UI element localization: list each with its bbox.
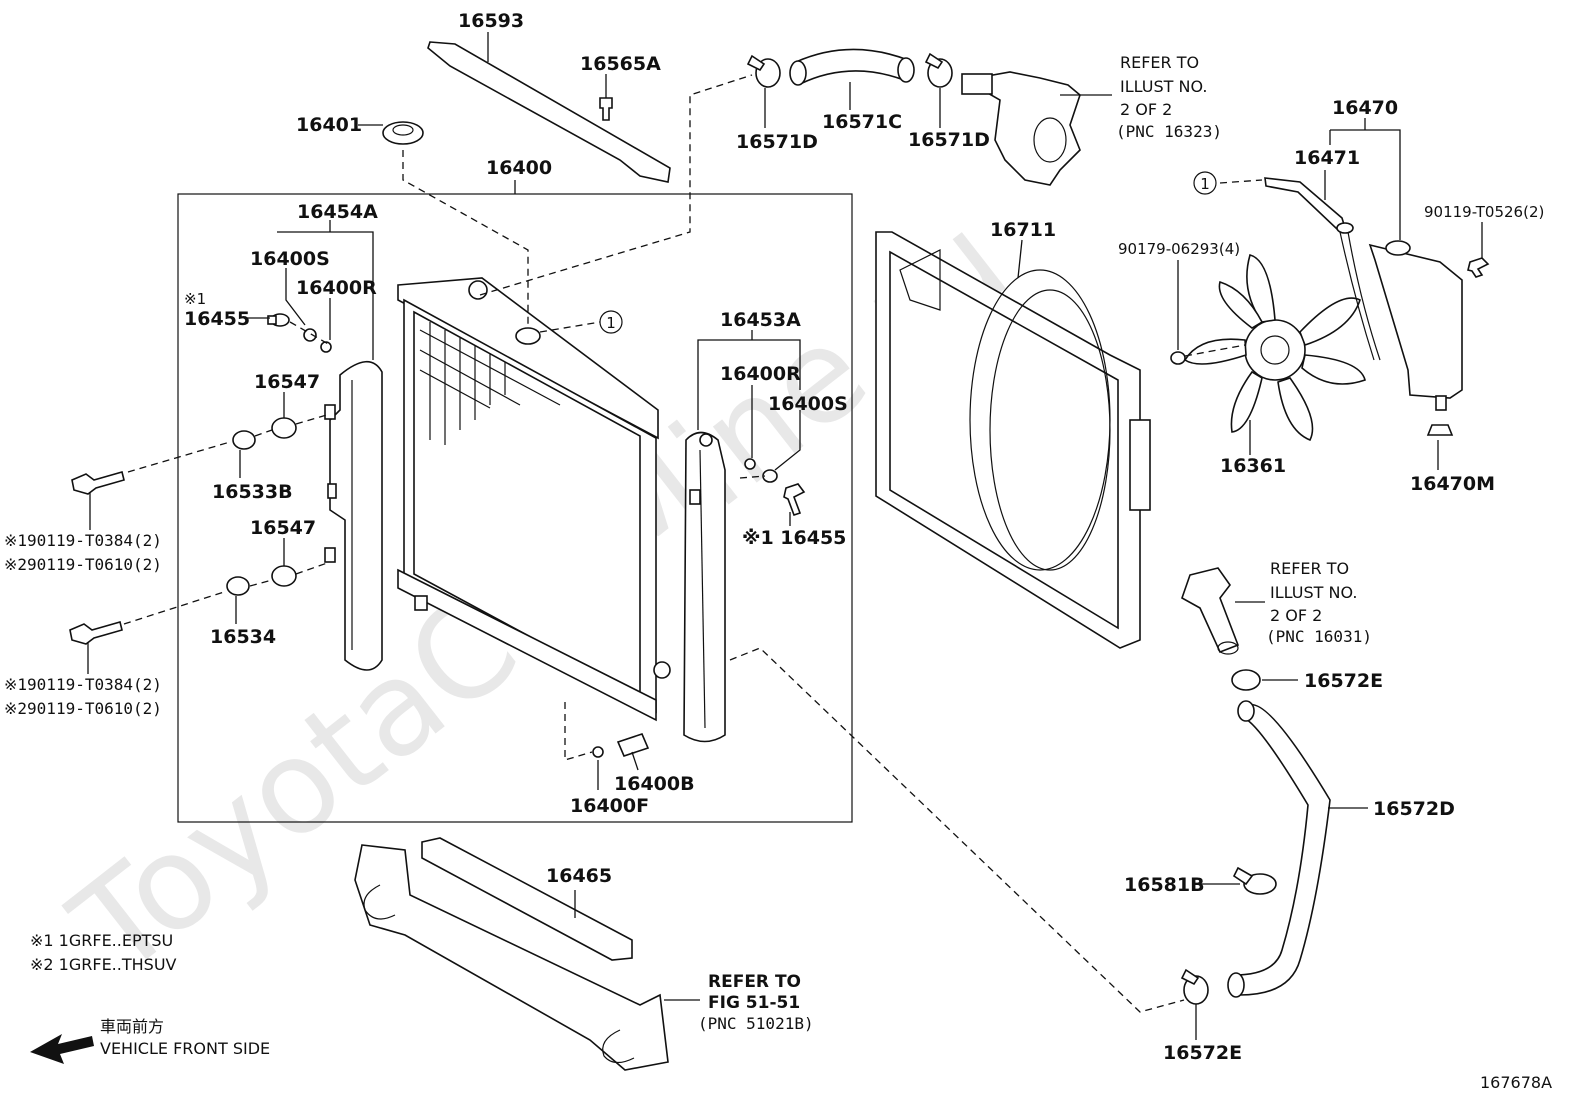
upper-hose-16571C xyxy=(789,48,915,86)
label-16533B: 16533B xyxy=(212,481,293,503)
hose-clamp-16571D-b xyxy=(924,52,953,88)
label-16453A: 16453A xyxy=(720,309,801,331)
label-16401: 16401 xyxy=(296,114,362,136)
svg-text:1: 1 xyxy=(606,314,616,332)
label-16400B: 16400B xyxy=(614,773,695,795)
label-16547-a: 16547 xyxy=(254,371,320,393)
radiator-core xyxy=(397,277,671,722)
circle-ref-marker-1: 1 xyxy=(599,310,623,334)
radiator-cap-16401 xyxy=(382,121,424,145)
water-inlet-ref xyxy=(1181,567,1240,655)
nut-90179 xyxy=(1170,351,1186,365)
svg-text:車両前方: 車両前方 xyxy=(100,1017,164,1036)
leader-lines xyxy=(87,32,1483,1040)
label-16465: 16465 xyxy=(546,865,612,887)
ref-note-thermostat: REFER TO ILLUST NO. 2 OF 2 (PNC 16323) xyxy=(1116,53,1222,141)
label-90179-06293: 90179-06293(4) xyxy=(1118,240,1240,258)
svg-text:ILLUST NO.: ILLUST NO. xyxy=(1270,583,1357,602)
hose-clamp-16571D-a xyxy=(746,54,781,88)
label-16470M: 16470M xyxy=(1410,473,1495,495)
ref-note-outlet: REFER TO ILLUST NO. 2 OF 2 (PNC 16031) xyxy=(1266,559,1372,646)
hose-clamp-16572E-b xyxy=(1180,968,1209,1005)
label-16571D-b: 16571D xyxy=(908,129,990,151)
label-16400: 16400 xyxy=(486,157,552,179)
label-16572E-b: 16572E xyxy=(1163,1042,1242,1064)
label-90119-T0526: 90119-T0526(2) xyxy=(1424,203,1544,221)
label-16400R-left: 16400R xyxy=(296,277,377,299)
filler-neck xyxy=(515,327,541,345)
label-16565A: 16565A xyxy=(580,53,661,75)
svg-text:(PNC 51021B): (PNC 51021B) xyxy=(698,1014,814,1033)
right-radiator-support-16453A xyxy=(683,431,726,743)
label-bolt-a2: ※290119-T0610(2) xyxy=(4,555,162,574)
cap-16470M xyxy=(1426,424,1454,436)
svg-text:(PNC 16031): (PNC 16031) xyxy=(1266,627,1372,646)
label-16711: 16711 xyxy=(990,219,1056,241)
label-16361: 16361 xyxy=(1220,455,1286,477)
label-bolt-a1: ※190119-T0384(2) xyxy=(4,531,162,550)
svg-text:ILLUST NO.: ILLUST NO. xyxy=(1120,77,1207,96)
arrow-left-icon xyxy=(30,1034,94,1064)
lower-hose-16572D xyxy=(1232,704,1331,996)
left-small-parts xyxy=(69,313,332,645)
label-16454A: 16454A xyxy=(297,201,378,223)
bolt-90119-T0526 xyxy=(1467,257,1490,278)
svg-text:1: 1 xyxy=(1200,175,1210,193)
circle-ref-marker-2: 1 xyxy=(1193,171,1217,195)
svg-text:2 OF 2: 2 OF 2 xyxy=(1120,100,1172,119)
svg-text:VEHICLE FRONT SIDE: VEHICLE FRONT SIDE xyxy=(100,1039,270,1058)
hose-clamp-16572E-a xyxy=(1231,669,1261,691)
label-bolt-b1: ※190119-T0384(2) xyxy=(4,675,162,694)
radiator-support-seal-16593 xyxy=(427,41,671,183)
legend-note-2: ※2 1GRFE..THSUV xyxy=(30,955,177,974)
label-16400R-right: 16400R xyxy=(720,363,801,385)
label-16455-left-mark: ※1 xyxy=(184,290,206,308)
vehicle-front-direction: 車両前方 VEHICLE FRONT SIDE xyxy=(30,1017,270,1064)
drawing-id: 167678A xyxy=(1480,1073,1552,1092)
label-16471: 16471 xyxy=(1294,147,1360,169)
svg-text:REFER TO: REFER TO xyxy=(1270,559,1349,578)
svg-text:2 OF 2: 2 OF 2 xyxy=(1270,606,1322,625)
legend-note-1: ※1 1GRFE..EPTSU xyxy=(30,931,173,950)
label-16455-left: 16455 xyxy=(184,308,250,330)
cooling-fan-16361 xyxy=(1183,254,1366,442)
label-16400S-right: 16400S xyxy=(768,393,848,415)
label-16593: 16593 xyxy=(458,10,524,32)
fan-shroud-16711 xyxy=(875,231,1151,649)
reservoir-hose-16471 xyxy=(1264,177,1346,231)
hose-clamp-16581B xyxy=(1232,866,1277,895)
radiator-seal-16465 xyxy=(421,837,633,961)
label-bolt-b2: ※290119-T0610(2) xyxy=(4,699,162,718)
label-16400F: 16400F xyxy=(570,795,649,817)
label-16547-b: 16547 xyxy=(250,517,316,539)
reservoir-tank-16470 xyxy=(1339,231,1463,411)
svg-text:(PNC 16323): (PNC 16323) xyxy=(1116,122,1222,141)
lower-radiator-support-ref xyxy=(354,844,669,1071)
right-small-parts xyxy=(592,458,806,758)
label-16581B: 16581B xyxy=(1124,874,1205,896)
dashed-reference-lines xyxy=(123,74,1263,1013)
left-radiator-support-16454A xyxy=(324,360,383,671)
label-16572E-a: 16572E xyxy=(1304,670,1383,692)
svg-text:FIG 51-51: FIG 51-51 xyxy=(708,993,800,1013)
label-16571D-a: 16571D xyxy=(736,131,818,153)
water-outlet-housing-ref xyxy=(961,71,1081,186)
label-16470: 16470 xyxy=(1332,97,1398,119)
label-16571C: 16571C xyxy=(822,111,902,133)
label-16455-right: ※1 16455 xyxy=(742,527,846,549)
svg-text:REFER TO: REFER TO xyxy=(708,972,801,992)
part-labels: 16593 16565A 16401 16400 16454A 16400S 1… xyxy=(4,10,1544,1064)
svg-text:REFER TO: REFER TO xyxy=(1120,53,1199,72)
ref-note-support: REFER TO FIG 51-51 (PNC 51021B) xyxy=(698,972,814,1033)
label-16534: 16534 xyxy=(210,626,276,648)
clip-16565A xyxy=(599,97,613,121)
label-16572D: 16572D xyxy=(1373,798,1455,820)
label-16400S-left: 16400S xyxy=(250,248,330,270)
